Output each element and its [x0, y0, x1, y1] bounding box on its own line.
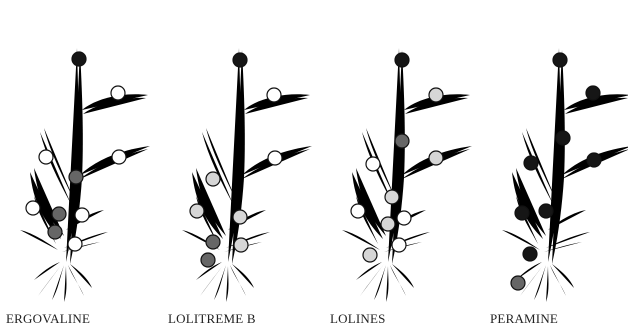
site-lower-culm — [381, 217, 395, 231]
site-far-left-leaf — [26, 201, 40, 215]
site-lower-right-leaf — [75, 208, 89, 222]
label-lolines: LOLINES — [330, 311, 386, 327]
site-lower-right-leaf — [397, 211, 411, 225]
site-base — [523, 247, 537, 261]
site-spike — [395, 53, 409, 67]
site-left-leaf — [366, 157, 380, 171]
site-base-right-leaf — [234, 238, 248, 252]
site-upper-leaf-tip — [586, 86, 600, 100]
site-culm-node — [556, 131, 570, 145]
site-upper-leaf-tip — [429, 88, 443, 102]
site-left-leaf — [206, 172, 220, 186]
site-middle-leaf-tip — [587, 153, 601, 167]
site-middle-leaf-tip — [268, 151, 282, 165]
site-spike — [553, 53, 567, 67]
site-middle-leaf-tip — [429, 151, 443, 165]
site-far-left-leaf — [515, 206, 529, 220]
site-culm-node — [395, 134, 409, 148]
site-upper-leaf-tip — [111, 86, 125, 100]
label-lolitreme-b: LOLITREME B — [168, 311, 256, 327]
site-base-right-leaf — [392, 238, 406, 252]
site-lower-culm — [206, 235, 220, 249]
site-middle-leaf-tip — [112, 150, 126, 164]
site-lower-culm — [539, 204, 553, 218]
site-base — [363, 248, 377, 262]
site-far-left-leaf — [351, 204, 365, 218]
site-root — [511, 276, 525, 290]
site-far-left-leaf — [190, 204, 204, 218]
site-base-right-leaf — [68, 237, 82, 251]
label-ergovaline: ERGOVALINE — [6, 311, 90, 327]
site-lower-culm — [52, 207, 66, 221]
site-base — [201, 253, 215, 267]
site-upper-leaf-tip — [267, 88, 281, 102]
site-base — [48, 225, 62, 239]
site-culm-node — [69, 170, 83, 184]
site-lower-right-leaf — [233, 210, 247, 224]
site-spike — [72, 52, 86, 66]
site-mid-culm — [385, 190, 399, 204]
site-left-leaf — [524, 156, 538, 170]
site-left-leaf — [39, 150, 53, 164]
label-peramine: PERAMINE — [490, 311, 558, 327]
site-spike — [233, 53, 247, 67]
